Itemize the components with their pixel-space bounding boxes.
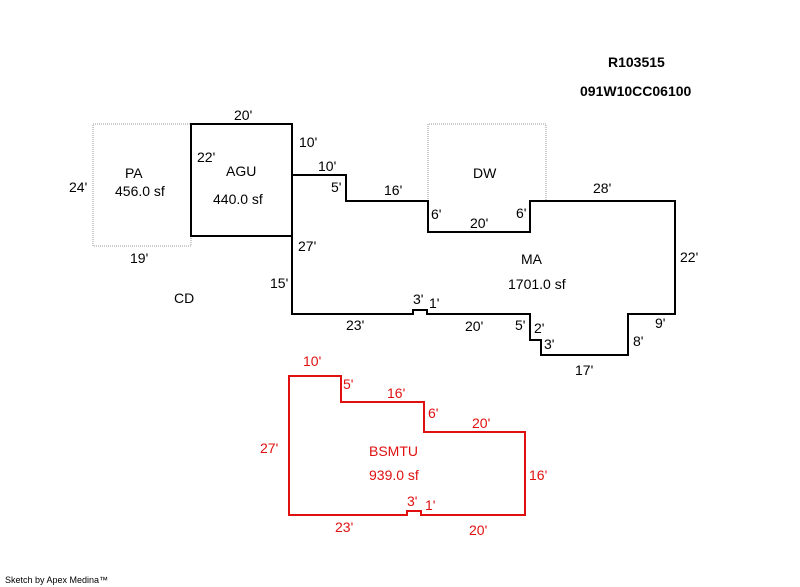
ma-dim-step-top: 10' [318,158,336,174]
bsmtu-dim-5: 5' [343,376,353,392]
bsmtu-dim-20-top: 20' [472,415,490,431]
ma-dim-dw-right: 6' [516,205,526,221]
ma-label: MA [521,251,543,267]
cd-label: CD [174,290,194,306]
bsmtu-dim-bump-1: 1' [425,497,435,513]
agu-label: AGU [226,163,256,179]
bsmtu-dim-16: 16' [387,385,405,401]
pa-dim-bottom: 19' [130,250,148,266]
bsmtu-dim-bottom-20: 20' [469,522,487,538]
ma-dim-15: 15' [270,275,288,291]
bsmtu-label: BSMTU [369,443,418,459]
dw-label: DW [473,165,497,181]
bsmtu-dim-left-27: 27' [260,440,278,456]
agu-area: 440.0 sf [213,191,263,207]
ma-dim-right: 22' [680,249,698,265]
ma-dim-left-top: 10' [299,134,317,150]
ma-dim-step-5: 5' [331,179,341,195]
ma-dim-8: 8' [633,333,643,349]
map-number: 091W10CC06100 [580,83,692,99]
pa-area: 456.0 sf [115,183,165,199]
pa-label: PA [125,165,143,181]
ma-outline [291,174,676,356]
bsmtu-dim-bump-3: 3' [407,493,417,509]
ma-dim-dw-bottom: 20' [470,215,488,231]
ma-dim-step-3: 3' [544,336,554,352]
bsmtu-area: 939.0 sf [369,467,419,483]
agu-dim-top: 20' [234,107,252,123]
dw-outline [427,123,547,201]
ma-dim-bottom-20: 20' [465,318,483,334]
ma-dim-bottom-17: 17' [575,362,593,378]
bsmtu-dim-right-16: 16' [529,467,547,483]
agu-dim-left: 22' [197,149,215,165]
bsmtu-dim-6: 6' [428,405,438,421]
parcel-id: R103515 [608,54,665,70]
ma-dim-9: 9' [655,315,665,331]
ma-dim-bump-3: 3' [413,291,423,307]
ma-dim-16: 16' [384,182,402,198]
bsmtu-dim-bottom-23: 23' [335,519,353,535]
ma-dim-step-5b: 5' [515,317,525,333]
ma-dim-bottom-23: 23' [346,317,364,333]
pa-dim-left: 24' [69,179,87,195]
sketch-credit: Sketch by Apex Medina™ [5,575,108,585]
agu-outline [190,123,293,237]
ma-area: 1701.0 sf [508,276,566,292]
ma-dim-27: 27' [298,238,316,254]
ma-dim-dw-left: 6' [431,206,441,222]
ma-dim-step-2: 2' [534,320,544,336]
ma-dim-bump-1: 1' [429,295,439,311]
bsmtu-dim-top-10: 10' [303,353,321,369]
bsmtu-outline [288,375,526,516]
ma-dim-top-right: 28' [593,180,611,196]
